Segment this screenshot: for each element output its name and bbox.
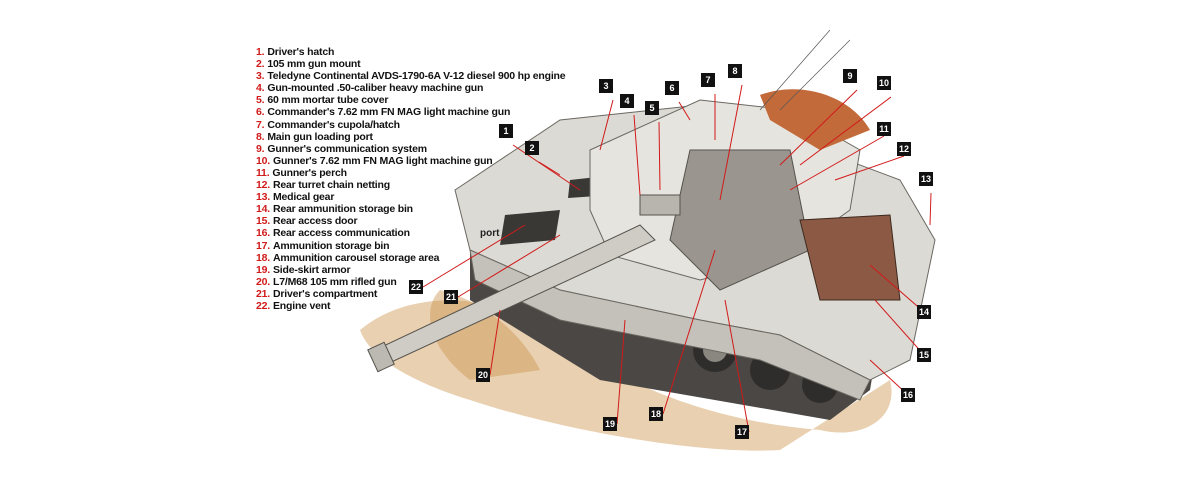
- legend-number: 12.: [256, 179, 270, 192]
- legend-label: Ammunition storage bin: [273, 239, 390, 252]
- legend-item: 2.105 mm gun mount: [256, 58, 565, 70]
- legend-number: 6.: [256, 106, 265, 119]
- port-label: port: [480, 228, 500, 239]
- callout-19: 19: [603, 417, 617, 431]
- legend-item: 11.Gunner's perch: [256, 167, 565, 179]
- legend-number: 18.: [256, 251, 270, 264]
- legend-label: Driver's hatch: [267, 46, 335, 58]
- callout-20: 20: [476, 368, 490, 382]
- callout-4: 4: [620, 94, 634, 108]
- legend-item: 5.60 mm mortar tube cover: [256, 94, 565, 106]
- legend-item: 19.Side-skirt armor: [256, 264, 565, 276]
- legend-number: 22.: [256, 299, 270, 312]
- main-gun-barrel: [367, 224, 656, 373]
- legend-label: Rear ammunition storage bin: [273, 203, 413, 216]
- callout-16: 16: [901, 388, 915, 402]
- legend-item: 3.Teledyne Continental AVDS-1790-6A V-12…: [256, 70, 566, 83]
- legend-item: 16.Rear access communication: [256, 227, 565, 239]
- legend-number: 1.: [256, 46, 265, 58]
- legend-item: 22.Engine vent: [256, 300, 565, 312]
- legend-item: 9.Gunner's communication system: [256, 143, 565, 155]
- legend-number: 14.: [256, 203, 270, 216]
- legend-number: 20.: [256, 275, 270, 288]
- legend-item: 15.Rear access door: [256, 215, 565, 227]
- legend-number: 10.: [256, 154, 270, 167]
- legend-number: 4.: [256, 82, 265, 95]
- legend-label: Commander's cupola/hatch: [267, 118, 400, 131]
- legend-number: 2.: [256, 58, 265, 71]
- legend-number: 17.: [256, 239, 270, 252]
- legend-label: Teledyne Continental AVDS-1790-6A V-12 d…: [267, 70, 566, 83]
- callout-21: 21: [444, 290, 458, 304]
- callout-11: 11: [877, 122, 891, 136]
- callout-14: 14: [917, 305, 931, 319]
- legend-label: Gunner's communication system: [267, 142, 427, 155]
- legend-item: 14.Rear ammunition storage bin: [256, 203, 565, 215]
- legend-item: 6.Commander's 7.62 mm FN MAG light machi…: [256, 106, 565, 118]
- callout-17: 17: [735, 425, 749, 439]
- legend-number: 11.: [256, 166, 270, 179]
- legend-label: Driver's compartment: [273, 287, 378, 300]
- legend-item: 21.Driver's compartment: [256, 288, 565, 300]
- callout-3: 3: [599, 79, 613, 93]
- legend-item: 12.Rear turret chain netting: [256, 179, 565, 191]
- legend-number: 13.: [256, 191, 270, 204]
- legend-number: 3.: [256, 70, 265, 83]
- callout-6: 6: [665, 81, 679, 95]
- legend-number: 15.: [256, 215, 270, 228]
- legend-item: 13.Medical gear: [256, 191, 565, 203]
- legend-label: Gun-mounted .50-caliber heavy machine gu…: [267, 82, 484, 95]
- legend-item: 18.Ammunition carousel storage area: [256, 252, 565, 264]
- legend-label: 60 mm mortar tube cover: [267, 94, 389, 107]
- legend-number: 19.: [256, 263, 270, 276]
- callout-7: 7: [701, 73, 715, 87]
- callout-15: 15: [917, 348, 931, 362]
- legend-number: 16.: [256, 227, 270, 240]
- legend-number: 7.: [256, 118, 265, 131]
- legend-label: Medical gear: [273, 191, 335, 204]
- callout-12: 12: [897, 142, 911, 156]
- legend-number: 21.: [256, 287, 270, 300]
- legend-item: 8.Main gun loading port: [256, 131, 565, 143]
- legend-number: 5.: [256, 94, 265, 107]
- legend-item: 20.L7/M68 105 mm rifled gun: [256, 276, 565, 288]
- legend-number: 8.: [256, 130, 265, 143]
- legend-label: L7/M68 105 mm rifled gun: [273, 275, 397, 288]
- antennas: [759, 29, 851, 111]
- legend-label: Commander's 7.62 mm FN MAG light machine…: [267, 106, 511, 119]
- legend-label: Rear access door: [273, 215, 358, 228]
- legend-label: Gunner's perch: [272, 166, 347, 179]
- legend-label: Gunner's 7.62 mm FN MAG light machine gu…: [273, 154, 493, 167]
- legend-label: Side-skirt armor: [273, 263, 351, 276]
- legend-label: Ammunition carousel storage area: [273, 251, 440, 264]
- turret: [589, 89, 901, 301]
- legend-label: Main gun loading port: [267, 130, 373, 143]
- callout-22: 22: [409, 280, 423, 294]
- legend-item: 1.Driver's hatch: [256, 46, 565, 58]
- parts-legend: 1.Driver's hatch 2.105 mm gun mount 3.Te…: [256, 46, 566, 312]
- callout-18: 18: [649, 407, 663, 421]
- legend-label: Rear access communication: [273, 227, 410, 240]
- leader-lines: [422, 84, 932, 433]
- legend-label: 105 mm gun mount: [267, 58, 361, 71]
- callout-13: 13: [919, 172, 933, 186]
- callout-2: 2: [525, 141, 539, 155]
- callout-9: 9: [843, 69, 857, 83]
- legend-item: 10.Gunner's 7.62 mm FN MAG light machine…: [256, 155, 565, 167]
- legend-item: 4.Gun-mounted .50-caliber heavy machine …: [256, 82, 565, 94]
- callout-5: 5: [645, 101, 659, 115]
- callout-8: 8: [728, 64, 742, 78]
- callout-10: 10: [877, 76, 891, 90]
- legend-item: 7.Commander's cupola/hatch: [256, 119, 565, 131]
- legend-number: 9.: [256, 142, 265, 155]
- legend-item: 17.Ammunition storage bin: [256, 240, 565, 252]
- legend-label: Engine vent: [273, 299, 331, 312]
- legend-label: Rear turret chain netting: [273, 179, 390, 192]
- callout-1: 1: [499, 124, 513, 138]
